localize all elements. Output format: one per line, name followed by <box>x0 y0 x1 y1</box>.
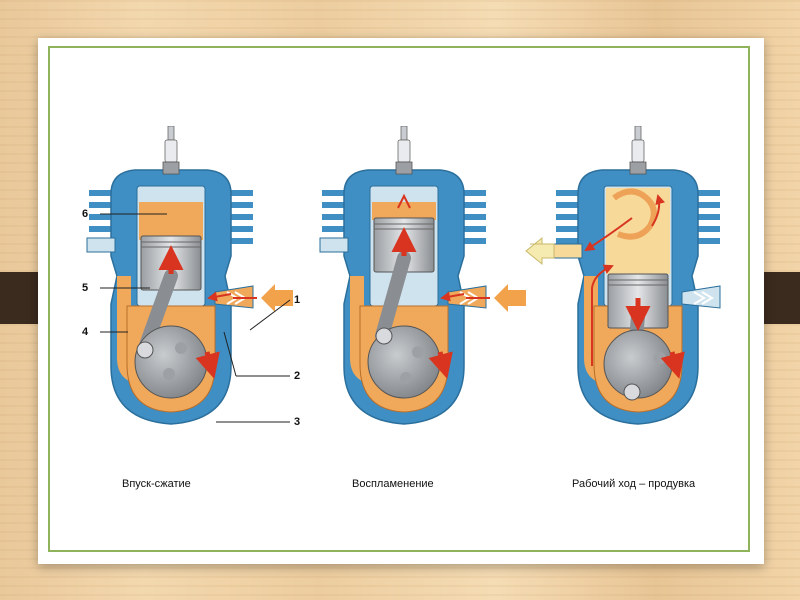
caption-ignition: Воспламенение <box>352 478 434 490</box>
engine-diagram-panel: 6 5 4 1 2 3 Впуск-сжатие Воспламенение Р… <box>64 126 736 496</box>
stage-ignition <box>319 126 526 425</box>
stage-power-scavenging <box>525 126 721 425</box>
engine-diagram <box>86 126 721 425</box>
slide-frame <box>48 46 750 552</box>
slide-card: 6 5 4 1 2 3 Впуск-сжатие Воспламенение Р… <box>38 38 764 564</box>
callout-1: 1 <box>294 294 301 306</box>
stage-intake-compression <box>86 126 293 425</box>
callout-6: 6 <box>82 208 89 220</box>
callout-3: 3 <box>294 416 301 428</box>
caption-intake-compression: Впуск-сжатие <box>122 478 191 490</box>
caption-power-scavenging: Рабочий ход – продувка <box>572 478 696 490</box>
callout-4: 4 <box>82 326 89 338</box>
callout-2: 2 <box>294 370 301 382</box>
callout-5: 5 <box>82 282 89 294</box>
